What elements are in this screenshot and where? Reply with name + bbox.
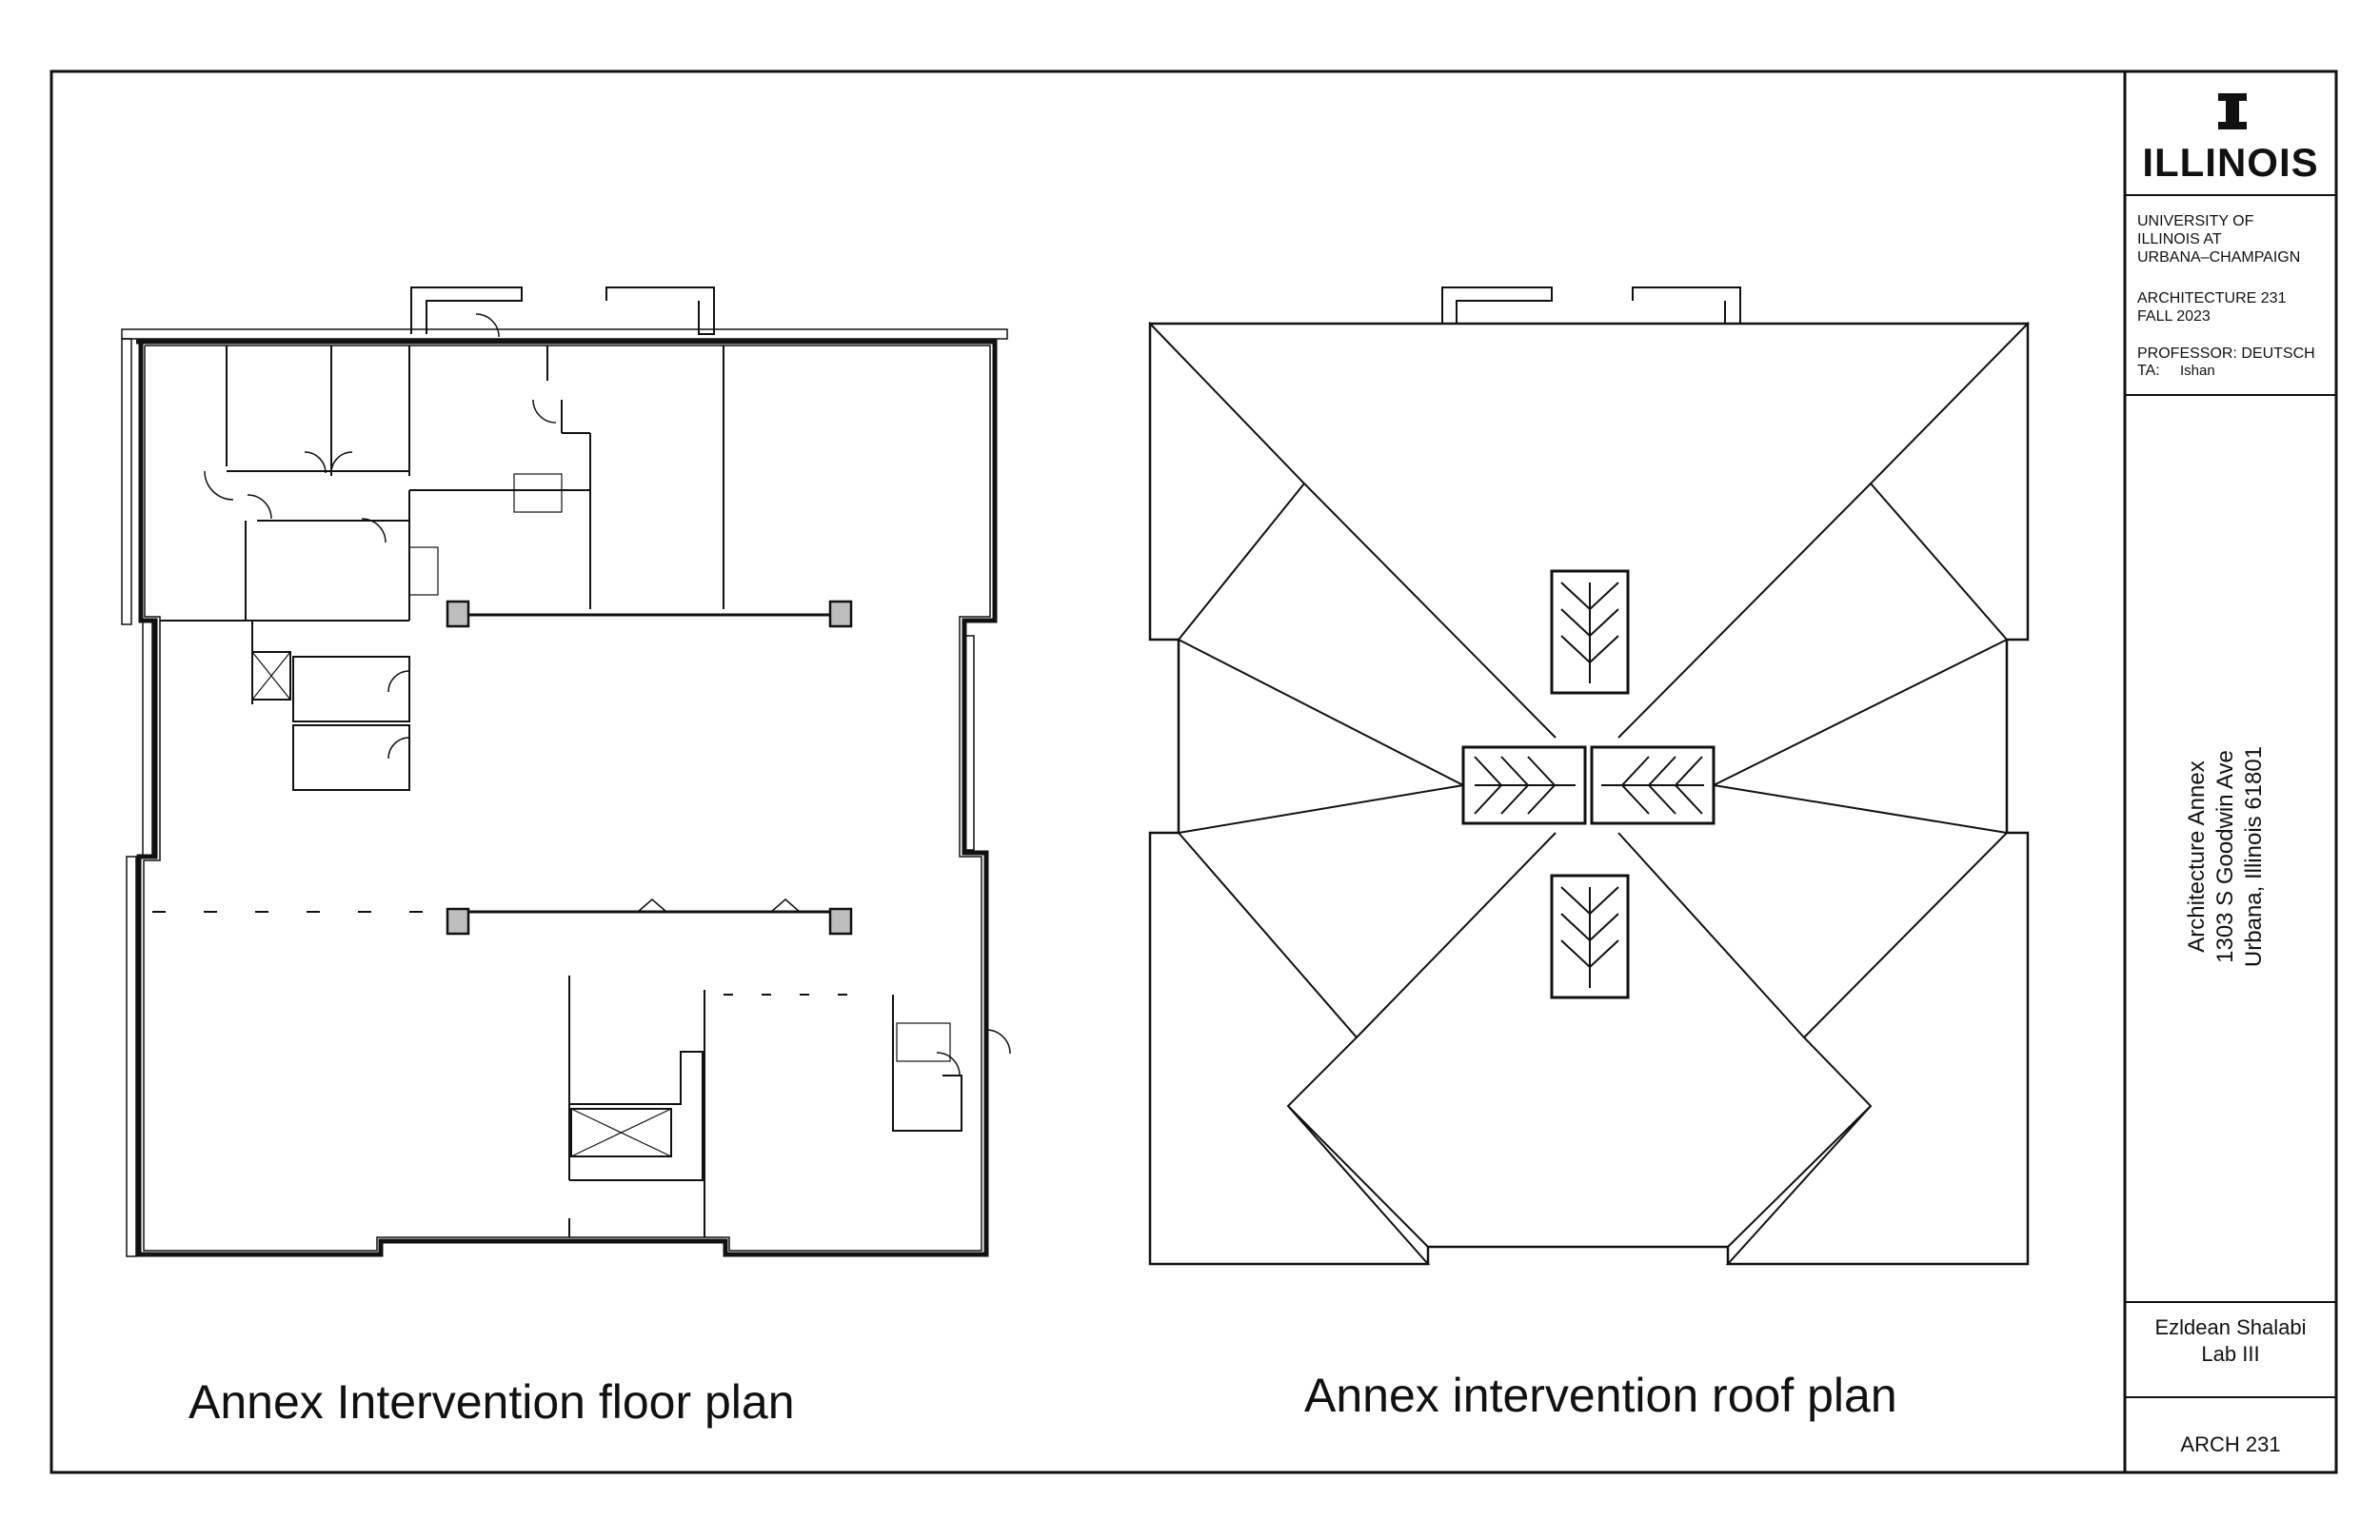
floor-stair-upper xyxy=(513,473,563,513)
university-line-1: UNIVERSITY OF xyxy=(2137,213,2254,229)
floor-elevator-lower-room xyxy=(569,1051,704,1181)
project-name: Architecture Annex xyxy=(2184,760,2210,952)
floor-door-swing xyxy=(304,451,327,474)
floor-door-swing xyxy=(247,494,272,520)
floor-column xyxy=(446,907,470,936)
floor-stair-upper-2 xyxy=(408,546,439,596)
project-street: 1303 S Goodwin Ave xyxy=(2212,750,2238,963)
roof-hip-top-right xyxy=(1869,321,2029,641)
floor-restroom-2 xyxy=(292,724,410,791)
university-line-3: URBANA–CHAMPAIGN xyxy=(2137,249,2300,266)
roof-skylight-bottom xyxy=(1550,874,1630,999)
roof-skylight-left xyxy=(1461,745,1587,825)
floor-elevator-x xyxy=(251,651,291,701)
floor-left-wall-hatch-lower xyxy=(126,856,137,1257)
floor-column xyxy=(828,600,853,628)
roof-hip-bottom-right xyxy=(1725,832,2029,1265)
floor-door-swing xyxy=(204,470,234,501)
roof-ridge xyxy=(1287,1105,1429,1248)
roof-skylight-right xyxy=(1590,745,1716,825)
floor-right-wall-hatch xyxy=(963,635,975,851)
roof-hip-top-left xyxy=(1149,321,1306,641)
roof-ridge xyxy=(1356,832,1557,1038)
illinois-block-i-logo xyxy=(2218,93,2247,129)
illinois-wordmark: ILLINOIS xyxy=(2142,140,2318,185)
floor-elevator-lower xyxy=(570,1108,672,1157)
project-city: Urbana, Illinois 61801 xyxy=(2241,746,2267,967)
roof-plan-title: Annex intervention roof plan xyxy=(1304,1369,1897,1422)
floor-door-swing xyxy=(361,518,387,543)
floor-door-swing xyxy=(330,451,353,474)
roof-ridge xyxy=(1178,639,1464,786)
floor-top-wall-hatch xyxy=(121,328,1008,340)
roof-ridge xyxy=(1617,832,1805,1038)
floor-elevator-x xyxy=(570,1108,672,1157)
floor-column xyxy=(828,907,853,936)
floor-door-swing xyxy=(475,313,500,338)
title-block xyxy=(2123,71,2336,1472)
professor-line: PROFESSOR: DEUTSCH xyxy=(2137,346,2315,362)
project-address: Architecture Annex 1303 S Goodwin Ave Ur… xyxy=(2184,746,2267,967)
floor-stair-lower xyxy=(896,1022,951,1062)
ta-label: TA: xyxy=(2137,363,2160,379)
student-name: Ezldean Shalabi xyxy=(2154,1315,2306,1339)
course-line-1: ARCHITECTURE 231 xyxy=(2137,290,2287,306)
roof-ridge xyxy=(1727,1105,1872,1248)
roof-ridge xyxy=(1617,483,1872,739)
floor-inner-wall xyxy=(143,345,991,1252)
floor-door-swing xyxy=(387,670,410,693)
roof-entrance-right xyxy=(1632,286,1741,325)
floor-column xyxy=(446,600,470,628)
sheet-border xyxy=(50,69,2338,1474)
floor-left-wall-hatch xyxy=(121,338,132,625)
floor-restroom xyxy=(292,656,410,722)
roof-outline xyxy=(1148,322,2030,1266)
roof-ridge xyxy=(1713,639,2008,786)
roof-skylight-top xyxy=(1550,569,1630,695)
roof-hip-bottom-left xyxy=(1149,832,1431,1265)
floor-door-swing xyxy=(387,737,410,760)
floor-entrance-left xyxy=(410,286,523,334)
course-code: ARCH 231 xyxy=(2180,1432,2280,1456)
floor-entrance-right xyxy=(605,286,715,335)
floor-left-wall-hatch-mid xyxy=(142,620,153,858)
floor-plan xyxy=(121,286,1011,1257)
roof-ridge xyxy=(1178,784,1464,834)
roof-entrance-left xyxy=(1441,286,1553,324)
floor-plan-title: Annex Intervention floor plan xyxy=(188,1375,795,1429)
roof-plan xyxy=(1148,286,2030,1266)
university-line-2: ILLINOIS AT xyxy=(2137,231,2222,247)
course-line-2: FALL 2023 xyxy=(2137,308,2211,325)
roof-ridge xyxy=(1713,784,2008,834)
floor-door-swing xyxy=(985,1029,1011,1055)
floor-stair-room xyxy=(892,995,962,1132)
roof-ridge xyxy=(1303,483,1557,739)
floor-outer-wall xyxy=(136,339,998,1257)
floor-door-swing xyxy=(936,1052,961,1076)
floor-pivot-door xyxy=(637,898,801,913)
ta-name: Ishan xyxy=(2180,363,2215,379)
lab-name: Lab III xyxy=(2201,1342,2259,1366)
floor-door-swing xyxy=(532,399,557,424)
